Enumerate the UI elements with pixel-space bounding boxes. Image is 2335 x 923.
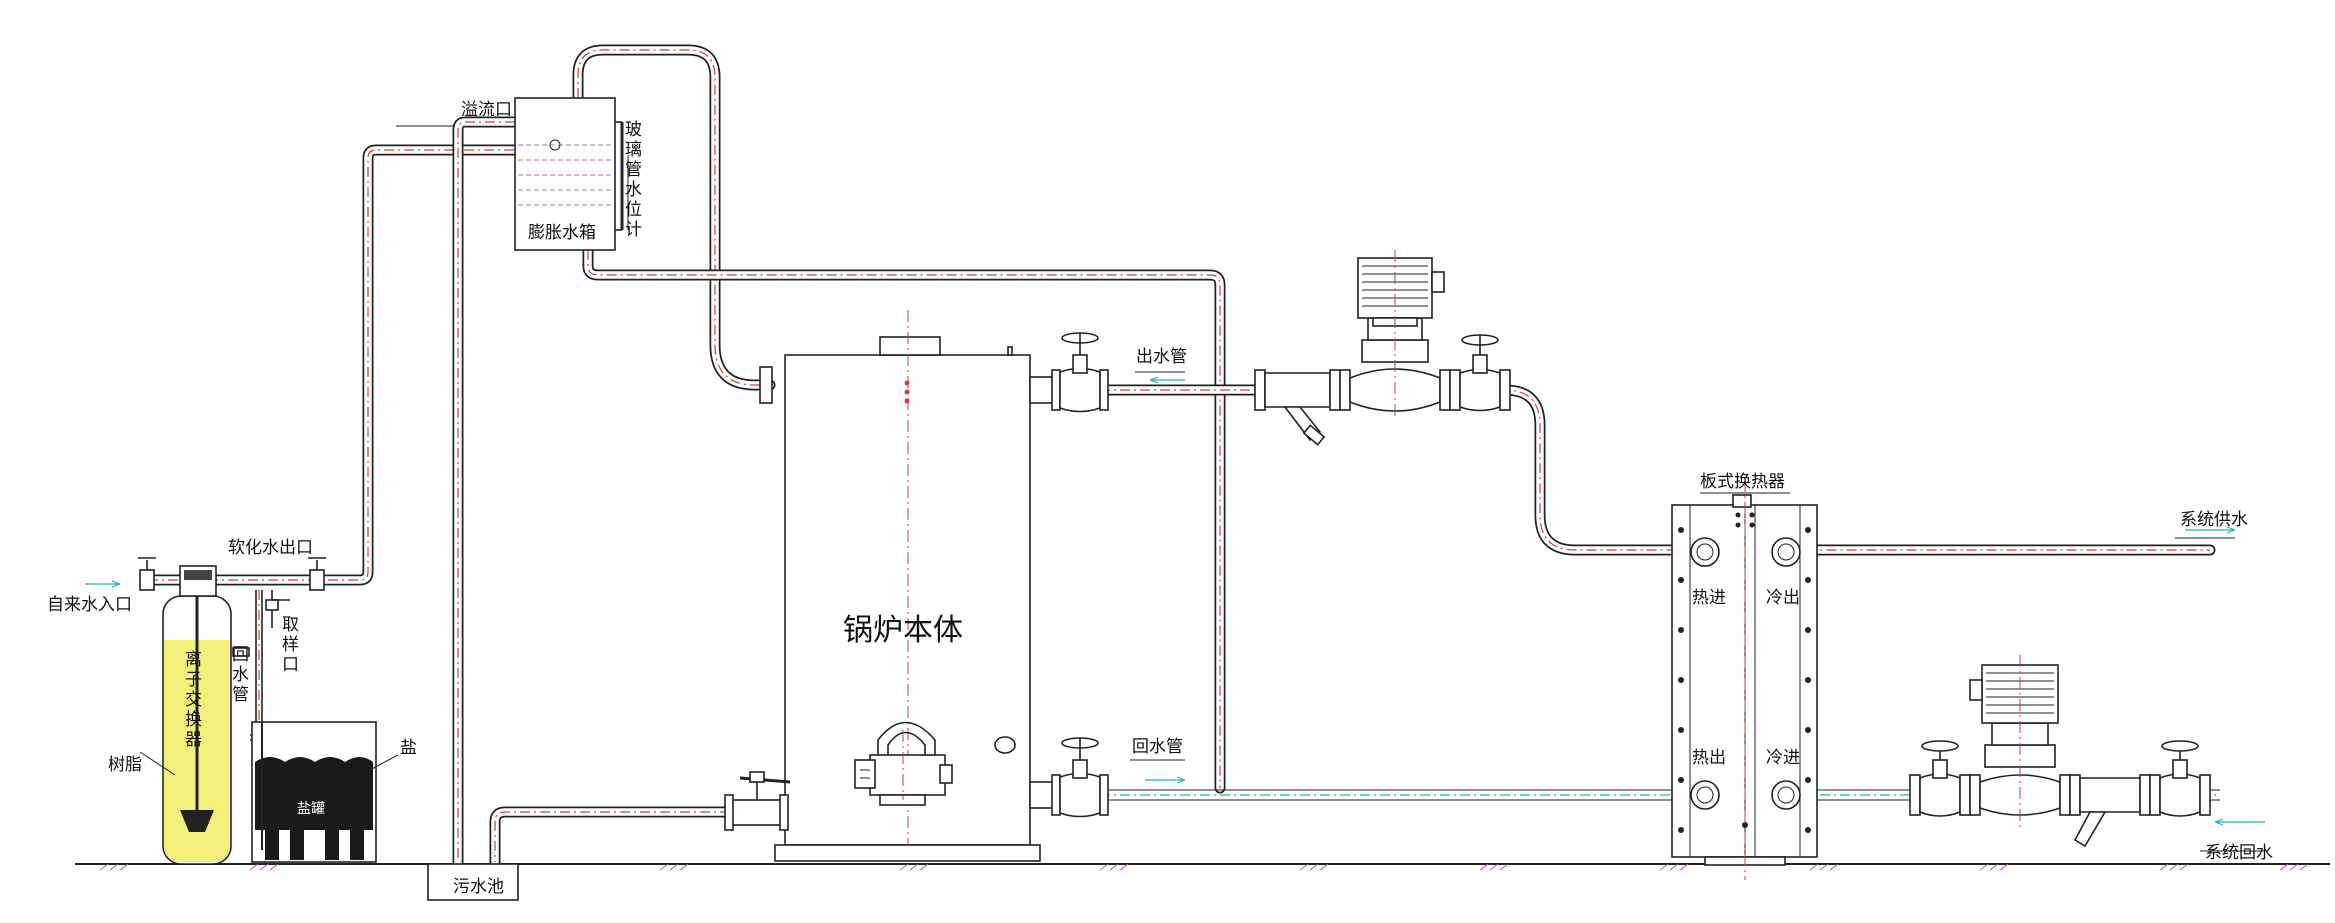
label-return-pipe: 回水管 bbox=[1132, 737, 1183, 757]
leader-lines bbox=[139, 125, 2265, 852]
label-tap-inlet: 自来水入口 bbox=[47, 595, 132, 615]
label-system-supply: 系统供水 bbox=[2180, 510, 2248, 530]
outlet-valve bbox=[1029, 332, 1109, 413]
label-glass-gauge: 玻 璃 管 水 位 计 bbox=[625, 120, 642, 240]
label-glass-gauge-1: 玻 bbox=[625, 120, 642, 140]
ion-exchanger bbox=[138, 557, 326, 865]
burner bbox=[854, 721, 1016, 806]
label-resin: 树脂 bbox=[108, 755, 142, 775]
label-softened-outlet: 软化水出口 bbox=[228, 538, 313, 558]
label-plate-hx: 板式换热器 bbox=[1700, 472, 1785, 492]
overflow-pipe bbox=[452, 116, 521, 868]
label-ion-exchanger-4: 换 bbox=[185, 710, 202, 730]
label-ion-exchanger-1: 离 bbox=[185, 650, 202, 670]
label-salt: 盐 bbox=[400, 738, 417, 758]
label-ion-exchanger-3: 交 bbox=[185, 690, 202, 710]
drain-valve bbox=[724, 771, 791, 831]
label-system-return: 系统回水 bbox=[2205, 843, 2273, 863]
label-cold-in: 冷进 bbox=[1766, 748, 1800, 768]
label-boiler-body: 锅炉本体 bbox=[843, 613, 963, 648]
label-cold-out: 冷出 bbox=[1766, 588, 1800, 608]
label-return-tube: 回 水 管 bbox=[232, 645, 249, 705]
flow-arrows bbox=[85, 376, 2265, 826]
return-pump-assembly bbox=[1909, 655, 2211, 848]
label-return-tube-1: 回 bbox=[232, 645, 249, 665]
label-ion-exchanger-2: 子 bbox=[185, 670, 202, 690]
label-overflow-port: 溢流口 bbox=[461, 100, 512, 120]
label-glass-gauge-3: 管 bbox=[625, 160, 642, 180]
supply-main-pipe bbox=[1094, 384, 2216, 556]
salt-tank bbox=[251, 721, 377, 863]
label-hot-in: 热进 bbox=[1692, 588, 1726, 608]
label-sewage-pit: 污水池 bbox=[453, 877, 504, 897]
supply-pump-assembly bbox=[1254, 250, 1511, 446]
ground-line bbox=[75, 863, 2330, 871]
plate-heat-exchanger bbox=[1671, 480, 1818, 880]
boiler-body bbox=[724, 310, 1041, 862]
expansion-tank bbox=[514, 97, 624, 251]
label-glass-gauge-6: 计 bbox=[625, 220, 642, 240]
expansion-return-pipe bbox=[582, 244, 1226, 794]
label-expansion-tank: 膨胀水箱 bbox=[528, 223, 596, 243]
label-ion-exchanger: 离 子 交 换 器 bbox=[185, 650, 202, 750]
label-sample-port-1: 取 bbox=[282, 615, 299, 635]
return-valve bbox=[1029, 737, 1109, 818]
sewage-pit bbox=[427, 863, 519, 901]
expansion-riser-pipe bbox=[572, 44, 776, 391]
label-return-tube-3: 管 bbox=[232, 685, 249, 705]
label-glass-gauge-4: 水 bbox=[625, 180, 642, 200]
label-sample-port-2: 样 bbox=[282, 635, 299, 655]
label-glass-gauge-5: 位 bbox=[625, 200, 642, 220]
label-hot-out: 热出 bbox=[1692, 748, 1726, 768]
label-salt-tank: 盐罐 bbox=[297, 801, 325, 817]
label-sample-port-3: 口 bbox=[282, 655, 299, 675]
label-ion-exchanger-5: 器 bbox=[185, 730, 202, 750]
drain-pipe bbox=[489, 806, 736, 868]
label-return-tube-2: 水 bbox=[232, 665, 249, 685]
softened-water-pipe bbox=[142, 144, 561, 586]
label-outlet-pipe: 出水管 bbox=[1136, 347, 1187, 367]
label-sample-port: 取 样 口 bbox=[282, 615, 299, 675]
label-glass-gauge-2: 璃 bbox=[625, 140, 642, 160]
